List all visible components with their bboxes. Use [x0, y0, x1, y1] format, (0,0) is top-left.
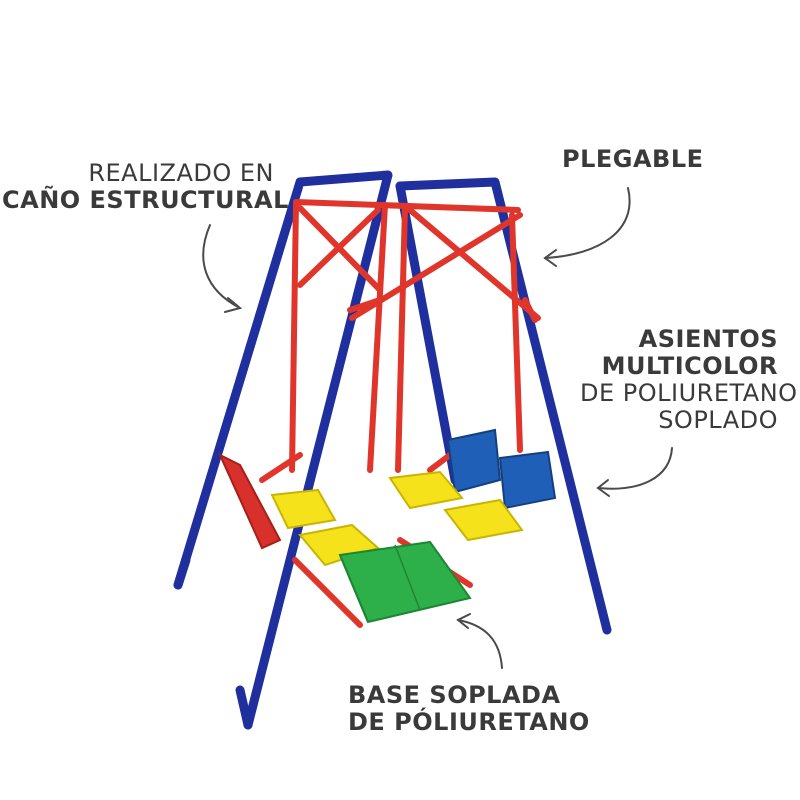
label-structure-line1: Realizado en — [88, 159, 274, 187]
left-backrest — [217, 452, 282, 550]
label-foldable: Plegable — [562, 146, 704, 173]
label-foldable-line1: Plegable — [562, 145, 704, 173]
label-base-line1: Base soplada — [348, 681, 561, 709]
label-seats-line4: soplado — [658, 405, 778, 434]
right-backrests — [446, 428, 557, 510]
callout-arrows — [202, 187, 673, 669]
arrow-structure — [202, 224, 241, 309]
arrow-foldable — [544, 187, 631, 259]
arrow-structure-head — [224, 297, 243, 313]
label-seats: Asientos multicolor de poliuretano sopla… — [580, 325, 798, 434]
label-base-line2: de póliuretano — [348, 707, 590, 736]
label-seats-line1: Asientos — [638, 325, 778, 353]
arrow-base-head — [456, 613, 471, 629]
arrow-base — [457, 619, 503, 669]
arrow-seats-head — [596, 479, 610, 497]
label-structure-line2: Caño estructural — [2, 185, 289, 214]
arrow-foldable-head — [543, 249, 557, 267]
label-seats-line3: de poliuretano — [580, 378, 798, 407]
arrow-seats — [597, 447, 673, 490]
label-seats-line2: multicolor — [601, 351, 778, 380]
blue-outer-frame — [173, 170, 612, 730]
yellow-seats — [270, 470, 524, 567]
label-structure: Realizado en Caño estructural — [2, 159, 289, 214]
label-base: Base soplada de póliuretano — [348, 682, 590, 736]
green-base — [338, 540, 472, 624]
